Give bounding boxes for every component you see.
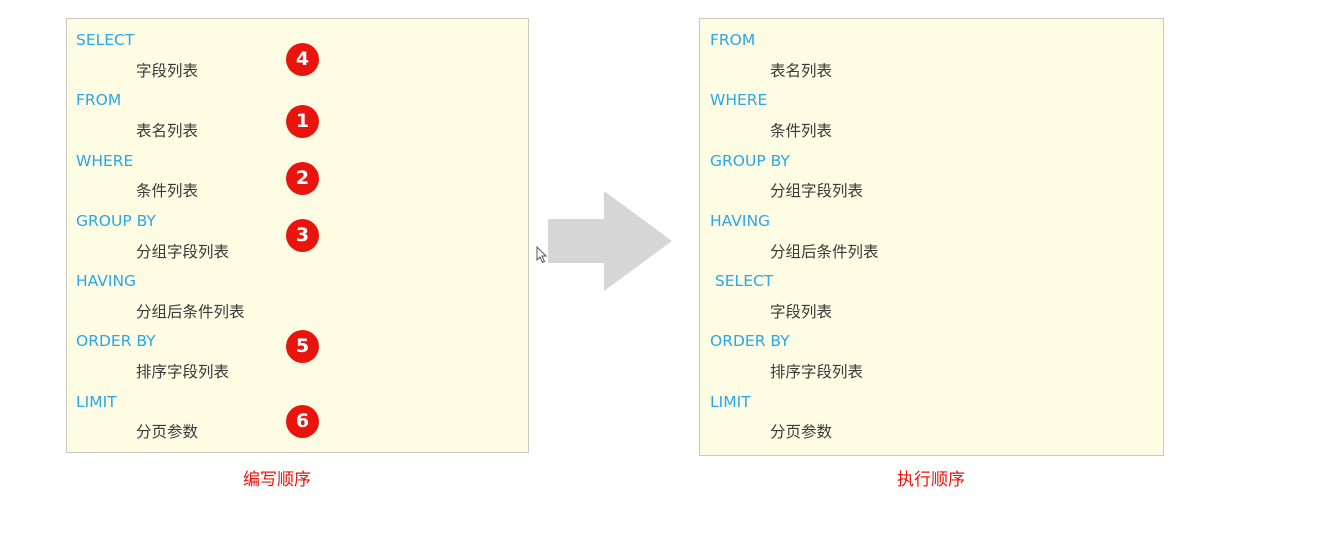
order-badge-limit: 6	[286, 405, 319, 438]
keyword-order-by: ORDER BY	[76, 332, 156, 350]
order-badge-from: 1	[286, 105, 319, 138]
group-by-value: 分组字段列表	[770, 182, 864, 200]
select-value: 字段列表	[136, 62, 199, 80]
keyword-limit: LIMIT	[76, 393, 117, 411]
group-by-value: 分组字段列表	[136, 243, 230, 261]
having-value: 分组后条件列表	[136, 303, 245, 321]
keyword-order-by: ORDER BY	[710, 332, 790, 350]
writing-order-panel: SELECT 字段列表 FROM 表名列表 WHERE 条件列表 GROUP B…	[66, 18, 529, 453]
having-value: 分组后条件列表	[770, 243, 879, 261]
keyword-having: HAVING	[76, 272, 137, 290]
select-value: 字段列表	[770, 303, 833, 321]
keyword-from: FROM	[710, 31, 756, 49]
order-badge-where: 2	[286, 162, 319, 195]
order-by-value: 排序字段列表	[770, 363, 864, 381]
keyword-select: SELECT	[76, 31, 135, 49]
order-badge-order-by: 5	[286, 330, 319, 363]
limit-value: 分页参数	[770, 423, 833, 441]
keyword-where: WHERE	[76, 152, 134, 170]
writing-order-caption: 编写顺序	[243, 470, 311, 490]
where-value: 条件列表	[770, 122, 833, 140]
keyword-from: FROM	[76, 91, 122, 109]
execution-order-caption: 执行顺序	[897, 470, 965, 490]
order-badge-select: 4	[286, 43, 319, 76]
mouse-cursor-icon	[536, 246, 548, 264]
from-value: 表名列表	[770, 62, 833, 80]
execution-order-panel: FROM 表名列表 WHERE 条件列表 GROUP BY 分组字段列表 HAV…	[699, 18, 1164, 456]
order-by-value: 排序字段列表	[136, 363, 230, 381]
order-badge-group-by: 3	[286, 219, 319, 252]
limit-value: 分页参数	[136, 423, 199, 441]
keyword-limit: LIMIT	[710, 393, 751, 411]
where-value: 条件列表	[136, 182, 199, 200]
keyword-select: SELECT	[710, 272, 774, 290]
keyword-where: WHERE	[710, 91, 768, 109]
right-arrow-icon	[548, 191, 672, 291]
keyword-group-by: GROUP BY	[76, 212, 156, 230]
from-value: 表名列表	[136, 122, 199, 140]
keyword-group-by: GROUP BY	[710, 152, 790, 170]
keyword-having: HAVING	[710, 212, 771, 230]
